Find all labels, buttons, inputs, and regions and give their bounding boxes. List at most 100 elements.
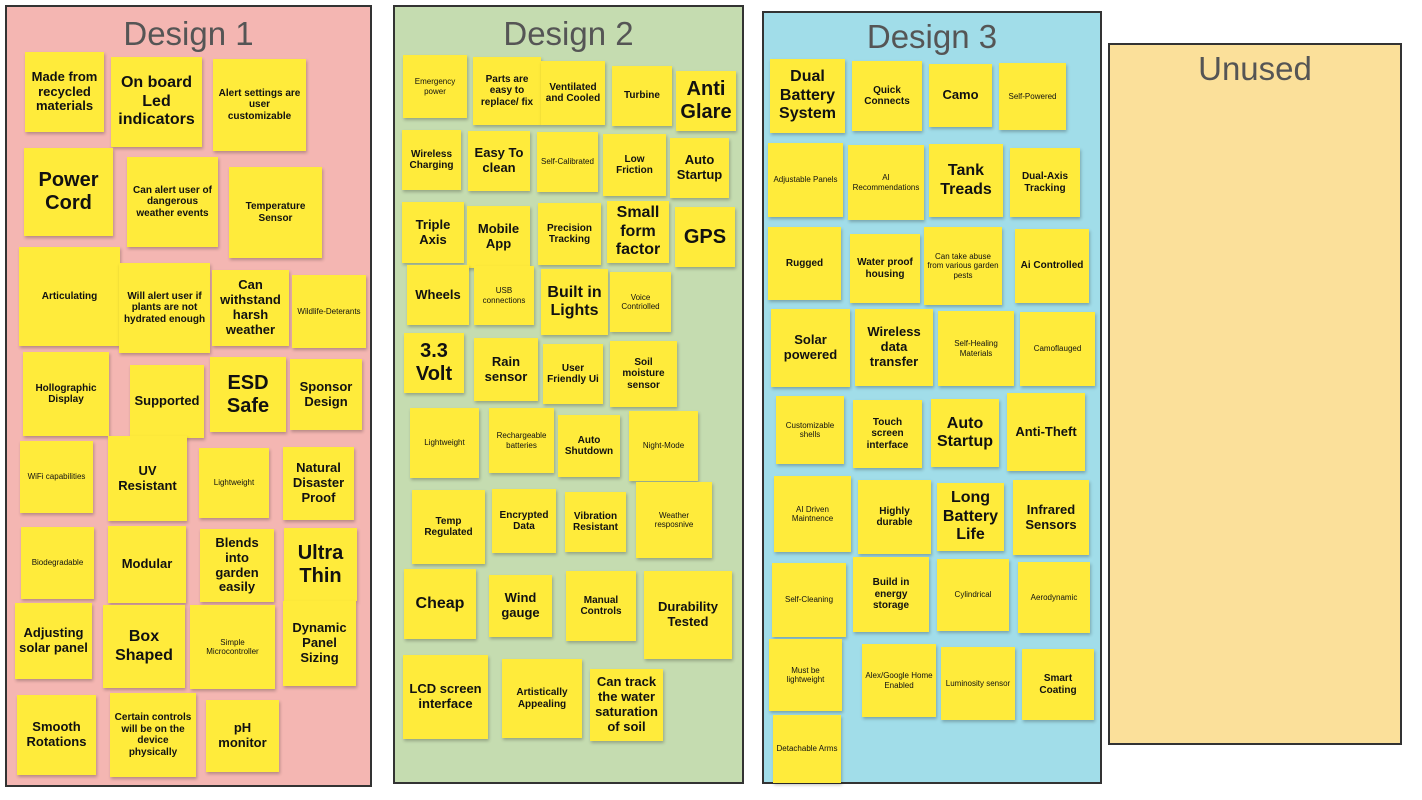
sticky-note[interactable]: pH monitor (206, 700, 279, 772)
sticky-note[interactable]: Ultra Thin (284, 528, 357, 601)
sticky-note[interactable]: Wheels (407, 265, 469, 325)
sticky-note[interactable]: Auto Startup (670, 138, 729, 198)
sticky-note[interactable]: Encrypted Data (492, 489, 556, 553)
sticky-note[interactable]: Wildlife-Deterants (292, 275, 366, 348)
sticky-note[interactable]: GPS (675, 207, 735, 267)
sticky-note[interactable]: Lightweight (199, 448, 269, 518)
sticky-note[interactable]: USB connections (474, 266, 534, 325)
sticky-note[interactable]: Wireless data transfer (855, 309, 933, 386)
sticky-note[interactable]: Vibration Resistant (565, 492, 626, 552)
sticky-note[interactable]: Highly durable (858, 480, 931, 554)
sticky-note[interactable]: Wireless Charging (402, 130, 461, 190)
sticky-note[interactable]: Self-Cleaning (772, 563, 846, 637)
sticky-note[interactable]: Smooth Rotations (17, 695, 96, 775)
sticky-note[interactable]: Precision Tracking (538, 203, 601, 265)
sticky-note[interactable]: Supported (130, 365, 204, 438)
sticky-note[interactable]: Anti-Theft (1007, 393, 1085, 471)
sticky-note[interactable]: Self-Calibrated (537, 132, 598, 192)
sticky-note[interactable]: Detachable Arms (773, 715, 841, 783)
sticky-note[interactable]: Emergency power (403, 55, 467, 118)
sticky-note[interactable]: Manual Controls (566, 571, 636, 641)
sticky-note[interactable]: Touch screen interface (853, 400, 922, 468)
sticky-note[interactable]: AI Recommendations (848, 145, 924, 220)
sticky-note[interactable]: Box Shaped (103, 605, 185, 688)
sticky-note[interactable]: Turbine (612, 66, 672, 126)
sticky-note[interactable]: Made from recycled materials (25, 52, 104, 132)
sticky-note[interactable]: Build in energy storage (853, 557, 929, 632)
sticky-note[interactable]: Rain sensor (474, 338, 538, 401)
sticky-note[interactable]: Water proof housing (850, 234, 920, 303)
sticky-note[interactable]: Smart Coating (1022, 649, 1094, 720)
sticky-note[interactable]: Easy To clean (468, 131, 530, 191)
sticky-note[interactable]: Can alert user of dangerous weather even… (127, 157, 218, 247)
sticky-note[interactable]: Simple Microcontroller (190, 605, 275, 689)
sticky-note[interactable]: Temp Regulated (412, 490, 485, 564)
sticky-note[interactable]: Solar powered (771, 309, 850, 387)
sticky-note[interactable]: Can withstand harsh weather (212, 270, 289, 346)
sticky-note[interactable]: Wind gauge (489, 575, 552, 637)
sticky-note[interactable]: Parts are easy to replace/ fix (473, 57, 541, 125)
sticky-note[interactable]: Blends into garden easily (200, 529, 274, 602)
sticky-note[interactable]: On board Led indicators (111, 57, 202, 147)
sticky-note[interactable]: Auto Startup (931, 399, 999, 467)
sticky-note[interactable]: Hollographic Display (23, 352, 109, 436)
sticky-note[interactable]: Durability Tested (644, 571, 732, 659)
sticky-note[interactable]: Weather resposnive (636, 482, 712, 558)
sticky-note[interactable]: Temperature Sensor (229, 167, 322, 258)
sticky-note[interactable]: Voice Contriolled (610, 272, 671, 332)
sticky-note[interactable]: Camo (929, 64, 992, 127)
sticky-note[interactable]: Can take abuse from various garden pests (924, 227, 1002, 305)
sticky-note[interactable]: Quick Connects (852, 61, 922, 131)
sticky-note[interactable]: ESD Safe (210, 357, 286, 432)
sticky-note[interactable]: Triple Axis (402, 202, 464, 263)
sticky-note[interactable]: Rugged (768, 227, 841, 300)
sticky-note[interactable]: Can track the water saturation of soil (590, 669, 663, 741)
sticky-note[interactable]: Luminosity sensor (941, 647, 1015, 720)
sticky-note[interactable]: Anti Glare (676, 71, 736, 131)
sticky-note[interactable]: Long Battery Life (937, 483, 1004, 551)
sticky-note[interactable]: Sponsor Design (290, 359, 362, 430)
sticky-note[interactable]: UV Resistant (108, 436, 187, 521)
sticky-note[interactable]: Soil moisture sensor (610, 341, 677, 407)
sticky-note[interactable]: User Friendly Ui (543, 344, 603, 404)
sticky-note[interactable]: Dual-Axis Tracking (1010, 148, 1080, 217)
sticky-note[interactable]: Built in Lights (541, 269, 608, 335)
sticky-note[interactable]: Tank Treads (929, 144, 1003, 217)
sticky-note[interactable]: Lightweight (410, 408, 479, 478)
sticky-note[interactable]: Will alert user if plants are not hydrat… (119, 263, 210, 353)
sticky-note[interactable]: WiFi capabilities (20, 441, 93, 513)
sticky-note[interactable]: Alex/Google Home Enabled (862, 644, 936, 717)
sticky-note[interactable]: Alert settings are user customizable (213, 59, 306, 151)
sticky-note[interactable]: Customizable shells (776, 396, 844, 464)
sticky-note[interactable]: Must be lightweight (769, 639, 842, 711)
sticky-note[interactable]: Self-Powered (999, 63, 1066, 130)
sticky-note[interactable]: Biodegradable (21, 527, 94, 599)
sticky-note[interactable]: Rechargeable batteries (489, 408, 554, 473)
sticky-note[interactable]: Self-Healing Materials (938, 311, 1014, 386)
sticky-note[interactable]: Natural Disaster Proof (283, 447, 354, 520)
sticky-note[interactable]: Low Friction (603, 134, 666, 196)
sticky-note[interactable]: Camoflauged (1020, 312, 1095, 386)
sticky-note[interactable]: Auto Shutdown (558, 415, 620, 477)
sticky-note[interactable]: Certain controls will be on the device p… (110, 693, 196, 777)
sticky-note[interactable]: Adjusting solar panel (15, 603, 92, 679)
sticky-note[interactable]: Artistically Appealing (502, 659, 582, 738)
sticky-note[interactable]: Adjustable Panels (768, 143, 843, 217)
sticky-note[interactable]: Infrared Sensors (1013, 480, 1089, 555)
sticky-note[interactable]: Dynamic Panel Sizing (283, 601, 356, 686)
sticky-note[interactable]: Cheap (404, 569, 476, 639)
sticky-note[interactable]: Small form factor (607, 201, 669, 263)
sticky-note[interactable]: Modular (108, 526, 186, 603)
sticky-note[interactable]: Aerodynamic (1018, 562, 1090, 633)
sticky-note[interactable]: Ai Controlled (1015, 229, 1089, 303)
sticky-note[interactable]: Mobile App (467, 206, 530, 268)
sticky-note[interactable]: Cylindrical (937, 559, 1009, 631)
sticky-note[interactable]: Articulating (19, 247, 120, 346)
sticky-note[interactable]: Dual Battery System (770, 59, 845, 133)
sticky-note[interactable]: Power Cord (24, 148, 113, 236)
sticky-note[interactable]: LCD screen interface (403, 655, 488, 739)
sticky-note[interactable]: 3.3 Volt (404, 333, 464, 393)
sticky-note[interactable]: Ventilated and Cooled (541, 61, 605, 125)
sticky-note[interactable]: AI Driven Maintnence (774, 476, 851, 552)
sticky-note[interactable]: Night-Mode (629, 411, 698, 481)
